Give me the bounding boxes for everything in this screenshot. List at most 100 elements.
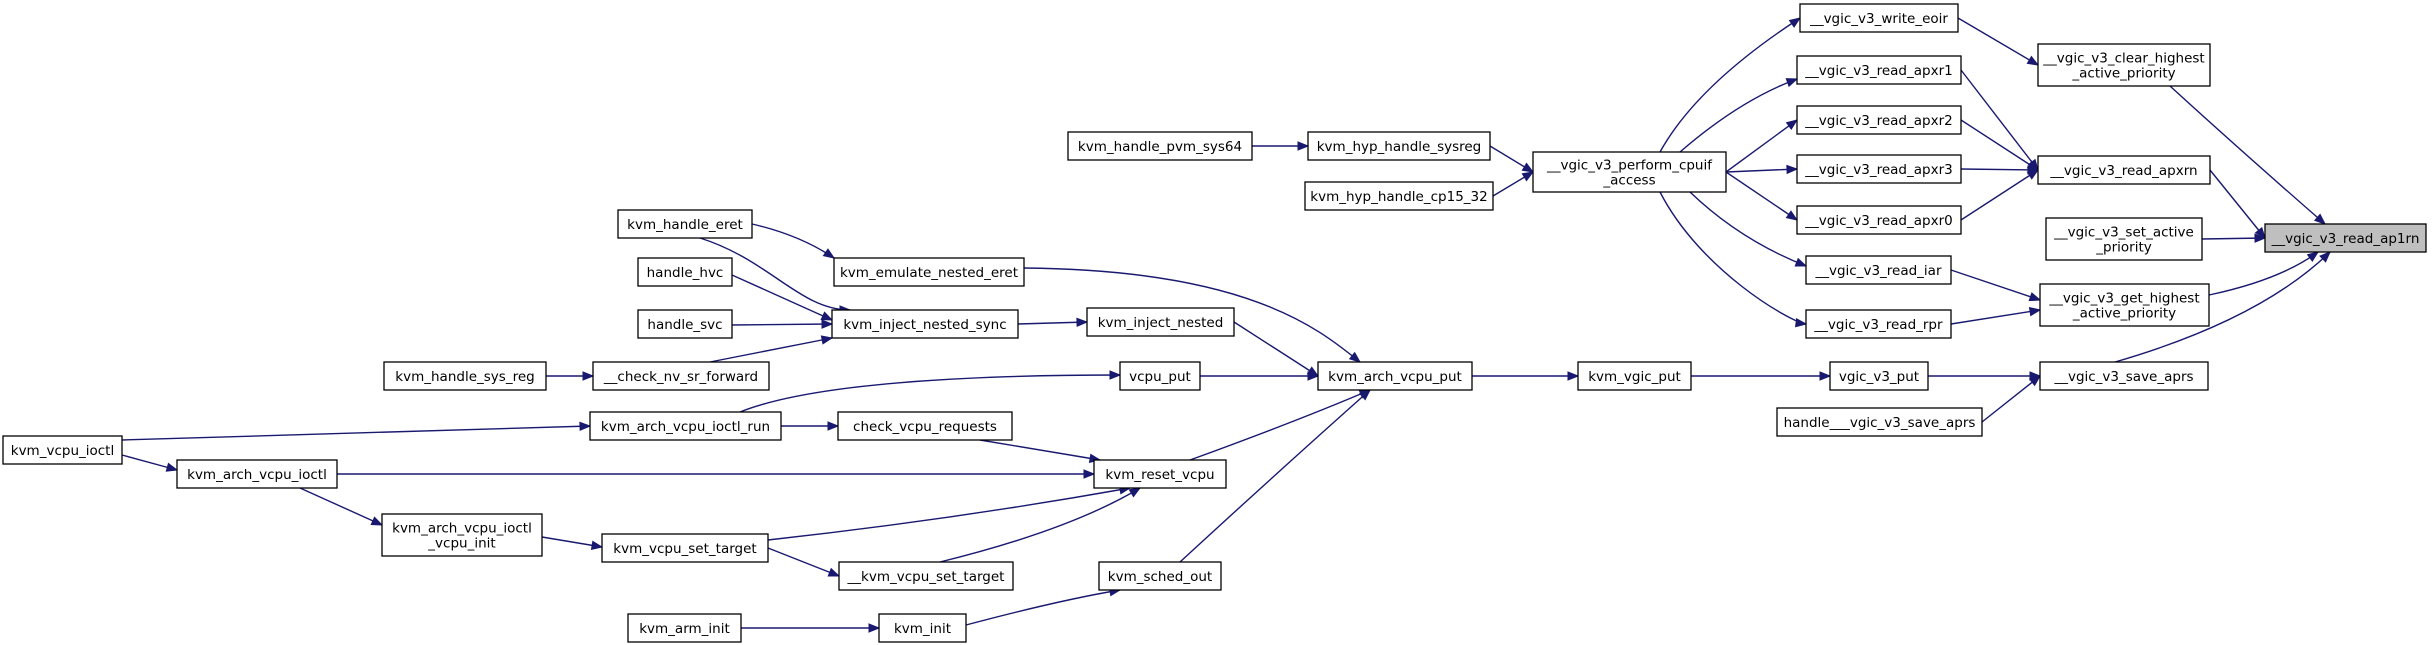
function-node[interactable]: handle___vgic_v3_save_aprs: [1776, 407, 1983, 437]
edge-arrowhead: [2254, 226, 2266, 240]
node-box: [383, 361, 547, 391]
call-edge: [2208, 251, 2320, 296]
function-node[interactable]: check_vcpu_requests: [837, 411, 1013, 441]
edge-line: [767, 547, 840, 577]
call-edge: [1960, 165, 2040, 175]
edge-arrowhead: [1785, 210, 1799, 221]
function-node[interactable]: vgic_v3_put: [1829, 361, 1929, 391]
function-node[interactable]: kvm_arch_vcpu_ioctl_vcpu_init: [381, 513, 543, 557]
edge-arrowhead: [2028, 375, 2042, 387]
node-box: [176, 459, 338, 489]
edge-arrowhead: [2026, 169, 2040, 180]
node-label: handle___vgic_v3_save_aprs: [1784, 415, 1976, 431]
function-node[interactable]: kvm_vcpu_set_target: [601, 533, 769, 563]
node-box: [2037, 43, 2211, 87]
function-node[interactable]: __vgic_v3_write_eoir: [1799, 3, 1959, 33]
call-edge: [731, 319, 834, 329]
edge-line: [1689, 191, 1807, 267]
function-node[interactable]: __vgic_v3_read_apxrn: [2037, 155, 2211, 185]
edge-line: [699, 237, 851, 311]
function-node[interactable]: __vgic_v3_set_active_priority: [2045, 217, 2203, 261]
node-box: [381, 513, 543, 557]
edge-arrowhead: [582, 371, 595, 381]
function-node[interactable]: __vgic_v3_read_apxr2: [1796, 105, 1962, 135]
edge-line: [1957, 17, 2039, 66]
function-node[interactable]: kvm_handle_pvm_sys64: [1067, 131, 1253, 161]
call-edge: [2169, 85, 2327, 225]
edge-arrowhead: [1819, 371, 1832, 381]
edge-line: [1017, 321, 1088, 325]
edge-line: [731, 274, 833, 321]
node-label: kvm_handle_sys_reg: [395, 369, 534, 385]
edge-arrowhead: [1785, 119, 1799, 131]
edge-line: [1960, 119, 2039, 171]
function-node[interactable]: handle_hvc: [637, 257, 733, 287]
edge-line: [1960, 168, 2039, 171]
edge-line: [2208, 251, 2319, 296]
node-label: __check_nv_sr_forward: [603, 369, 758, 385]
function-node[interactable]: kvm_inject_nested: [1086, 307, 1235, 337]
function-node[interactable]: vcpu_put: [1119, 361, 1201, 391]
edge-line: [2114, 251, 2331, 363]
function-node[interactable]: __vgic_v3_clear_highest_active_priority: [2037, 43, 2211, 87]
node-label: __vgic_v3_read_apxr2: [1804, 113, 1952, 129]
function-node[interactable]: kvm_arch_vcpu_ioctl_run: [589, 411, 782, 441]
node-label: kvm_vgic_put: [1588, 369, 1681, 385]
function-node[interactable]: kvm_vcpu_ioctl: [2, 435, 123, 465]
call-edge: [1200, 371, 1320, 381]
node-label: kvm_hyp_handle_cp15_32: [1310, 189, 1487, 205]
function-node[interactable]: kvm_handle_eret: [617, 209, 753, 239]
function-node[interactable]: kvm_vgic_put: [1577, 361, 1692, 391]
function-node[interactable]: __vgic_v3_read_apxr3: [1796, 154, 1962, 184]
function-node[interactable]: __check_nv_sr_forward: [592, 361, 770, 391]
function-node[interactable]: kvm_inject_nested_sync: [831, 309, 1019, 339]
edge-line: [1981, 375, 2041, 423]
edge-line: [1725, 171, 1798, 221]
function-node[interactable]: kvm_hyp_handle_cp15_32: [1304, 181, 1494, 211]
edge-arrowhead: [1076, 317, 1089, 328]
function-node[interactable]: kvm_init: [878, 613, 967, 643]
function-node[interactable]: kvm_hyp_handle_sysreg: [1307, 131, 1491, 161]
node-box: [637, 309, 733, 339]
node-label: __vgic_v3_set_active: [2053, 225, 2194, 241]
node-box: [2045, 217, 2203, 261]
function-node[interactable]: kvm_arm_init: [627, 613, 742, 643]
function-node[interactable]: __vgic_v3_read_rpr: [1805, 309, 1952, 339]
edge-line: [1725, 119, 1798, 173]
edge-arrowhead: [1297, 141, 1310, 151]
call-edge: [1957, 17, 2040, 66]
focus-function-node[interactable]: __vgic_v3_read_ap1rn: [2264, 223, 2427, 253]
node-label: __vgic_v3_read_apxr3: [1804, 162, 1952, 178]
function-node[interactable]: kvm_arch_vcpu_put: [1317, 361, 1473, 391]
edge-arrowhead: [1348, 351, 1362, 363]
node-label: kvm_vcpu_set_target: [613, 541, 756, 557]
node-label: kvm_inject_nested: [1098, 315, 1224, 331]
call-edge: [1472, 371, 1580, 381]
call-edge: [299, 487, 384, 526]
node-label: __vgic_v3_clear_highest: [2042, 51, 2204, 67]
call-edge: [979, 439, 1102, 463]
function-node[interactable]: __vgic_v3_read_iar: [1805, 255, 1952, 285]
call-edge: [1023, 267, 1362, 363]
call-edge: [709, 335, 834, 363]
function-node[interactable]: kvm_emulate_nested_eret: [833, 257, 1025, 287]
function-node[interactable]: kvm_reset_vcpu: [1093, 459, 1227, 489]
call-edge: [767, 485, 1132, 541]
function-node[interactable]: __kvm_vcpu_set_target: [838, 561, 1014, 591]
function-node[interactable]: __vgic_v3_perform_cpuif_access: [1532, 151, 1727, 193]
function-node[interactable]: handle_svc: [637, 309, 733, 339]
node-label: check_vcpu_requests: [853, 419, 997, 435]
node-box: [1093, 459, 1227, 489]
function-node[interactable]: __vgic_v3_read_apxr0: [1796, 205, 1962, 235]
edge-line: [965, 589, 1121, 626]
call-edge: [1950, 306, 2042, 325]
function-node[interactable]: kvm_handle_sys_reg: [383, 361, 547, 391]
edge-arrowhead: [1786, 164, 1799, 175]
call-edge: [2209, 169, 2266, 240]
function-node[interactable]: __vgic_v3_save_aprs: [2039, 361, 2209, 391]
call-edge: [1691, 371, 1832, 381]
function-node[interactable]: kvm_sched_out: [1098, 561, 1222, 591]
function-node[interactable]: __vgic_v3_read_apxr1: [1796, 55, 1962, 85]
function-node[interactable]: kvm_arch_vcpu_ioctl: [176, 459, 338, 489]
function-node[interactable]: __vgic_v3_get_highest_active_priority: [2039, 283, 2210, 327]
